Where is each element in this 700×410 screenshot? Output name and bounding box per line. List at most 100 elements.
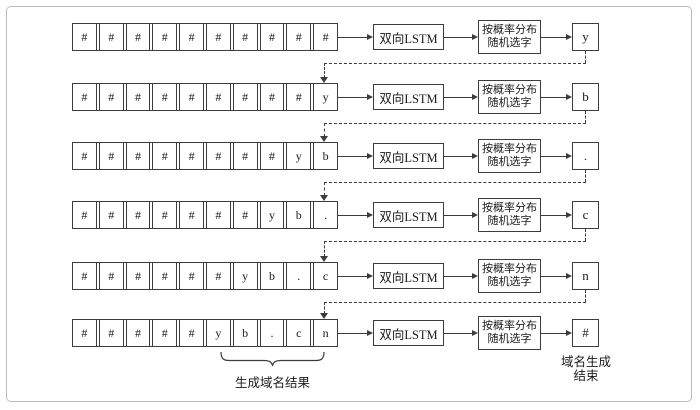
probability-selector-box: 按概率分布 随机选字 bbox=[478, 198, 541, 232]
sequence-cell: # bbox=[73, 320, 97, 346]
selector-label-line1: 按概率分布 bbox=[482, 202, 537, 214]
sequence-cell: # bbox=[152, 320, 178, 346]
arrow-right-icon bbox=[338, 212, 373, 218]
sequence-cell: # bbox=[205, 263, 231, 289]
probability-selector-box: 按概率分布 随机选字 bbox=[478, 20, 541, 54]
sequence-cell: # bbox=[98, 263, 124, 289]
selector-label-line2: 随机选字 bbox=[487, 97, 532, 109]
sequence-cell: # bbox=[179, 320, 204, 346]
brace-icon bbox=[220, 351, 325, 366]
sequence-cell: # bbox=[313, 24, 337, 50]
input-sequence-strip: # # # # # # y b . c bbox=[72, 262, 338, 290]
sequence-cell: # bbox=[125, 202, 151, 228]
sequence-cell: # bbox=[98, 84, 124, 110]
bilstm-box: 双向LSTM bbox=[373, 24, 444, 50]
feedback-dashed-line bbox=[585, 51, 586, 63]
selector-label-line1: 按概率分布 bbox=[482, 320, 537, 332]
bilstm-box: 双向LSTM bbox=[373, 143, 444, 169]
sequence-cell: y bbox=[232, 263, 258, 289]
arrow-right-icon bbox=[541, 330, 572, 336]
sequence-cell: c bbox=[313, 263, 337, 289]
probability-selector-box: 按概率分布 随机选字 bbox=[478, 139, 541, 173]
sequence-cell: # bbox=[73, 263, 97, 289]
feedback-dashed-line bbox=[324, 302, 586, 303]
sequence-cell: b bbox=[259, 263, 285, 289]
feedback-dashed-line bbox=[324, 182, 325, 196]
arrow-right-icon bbox=[338, 330, 373, 336]
sequence-cell: # bbox=[179, 202, 204, 228]
arrow-right-icon bbox=[444, 330, 478, 336]
bilstm-box: 双向LSTM bbox=[373, 84, 444, 110]
sequence-cell: # bbox=[232, 84, 258, 110]
sequence-cell: # bbox=[205, 24, 231, 50]
arrow-right-icon bbox=[541, 34, 572, 40]
generated-domain-label: 生成域名结果 bbox=[234, 376, 310, 390]
arrow-down-icon bbox=[320, 77, 328, 83]
sequence-cell: # bbox=[125, 143, 151, 169]
output-char-box: b bbox=[572, 83, 599, 111]
sequence-cell: # bbox=[232, 24, 258, 50]
arrow-right-icon bbox=[444, 153, 478, 159]
sequence-cell: y bbox=[259, 202, 285, 228]
sequence-cell: # bbox=[125, 24, 151, 50]
generation-end-line2: 结束 bbox=[573, 369, 599, 383]
sequence-cell: b bbox=[286, 202, 312, 228]
bilstm-box: 双向LSTM bbox=[373, 202, 444, 228]
output-char-box: # bbox=[572, 319, 599, 347]
sequence-cell: # bbox=[179, 263, 204, 289]
sequence-cell: n bbox=[313, 320, 337, 346]
arrow-right-icon bbox=[541, 212, 572, 218]
feedback-dashed-line bbox=[585, 290, 586, 302]
sequence-cell: # bbox=[232, 143, 258, 169]
arrow-down-icon bbox=[320, 136, 328, 142]
feedback-dashed-line bbox=[324, 241, 586, 242]
feedback-dashed-line bbox=[585, 170, 586, 182]
selector-label-line1: 按概率分布 bbox=[482, 143, 537, 155]
generation-end-line1: 域名生成 bbox=[560, 355, 611, 369]
sequence-cell: # bbox=[259, 84, 285, 110]
sequence-cell: # bbox=[152, 84, 178, 110]
arrow-down-icon bbox=[320, 195, 328, 201]
output-char-box: y bbox=[572, 23, 599, 51]
selector-label-line2: 随机选字 bbox=[487, 215, 532, 227]
sequence-cell: # bbox=[73, 24, 97, 50]
sequence-cell: y bbox=[286, 143, 312, 169]
arrow-right-icon bbox=[444, 34, 478, 40]
sequence-cell: # bbox=[98, 320, 124, 346]
sequence-cell: # bbox=[73, 202, 97, 228]
sequence-cell: # bbox=[98, 143, 124, 169]
selector-label-line2: 随机选字 bbox=[487, 37, 532, 49]
feedback-dashed-line bbox=[324, 63, 586, 64]
selector-label-line2: 随机选字 bbox=[487, 276, 532, 288]
generation-end-label: 域名生成 结束 bbox=[546, 355, 626, 383]
feedback-dashed-line bbox=[585, 111, 586, 123]
probability-selector-box: 按概率分布 随机选字 bbox=[478, 259, 541, 293]
probability-selector-box: 按概率分布 随机选字 bbox=[478, 80, 541, 114]
sequence-cell: # bbox=[152, 24, 178, 50]
sequence-cell: y bbox=[205, 320, 231, 346]
sequence-cell: # bbox=[73, 143, 97, 169]
feedback-dashed-line bbox=[324, 241, 325, 257]
sequence-cell: # bbox=[205, 202, 231, 228]
arrow-down-icon bbox=[320, 313, 328, 319]
sequence-cell: c bbox=[286, 320, 312, 346]
sequence-cell: . bbox=[259, 320, 285, 346]
selector-label-line1: 按概率分布 bbox=[482, 24, 537, 36]
sequence-cell: . bbox=[286, 263, 312, 289]
arrow-right-icon bbox=[444, 212, 478, 218]
feedback-dashed-line bbox=[324, 182, 586, 183]
arrow-right-icon bbox=[338, 273, 373, 279]
feedback-dashed-line bbox=[324, 123, 325, 137]
arrow-right-icon bbox=[541, 153, 572, 159]
sequence-cell: # bbox=[205, 143, 231, 169]
sequence-cell: b bbox=[313, 143, 337, 169]
sequence-cell: # bbox=[286, 84, 312, 110]
arrow-right-icon bbox=[338, 153, 373, 159]
sequence-cell: y bbox=[313, 84, 337, 110]
input-sequence-strip: # # # # # # # # # # bbox=[72, 23, 338, 51]
arrow-right-icon bbox=[444, 273, 478, 279]
outer-frame bbox=[6, 6, 692, 402]
sequence-cell: # bbox=[259, 143, 285, 169]
sequence-cell: b bbox=[232, 320, 258, 346]
